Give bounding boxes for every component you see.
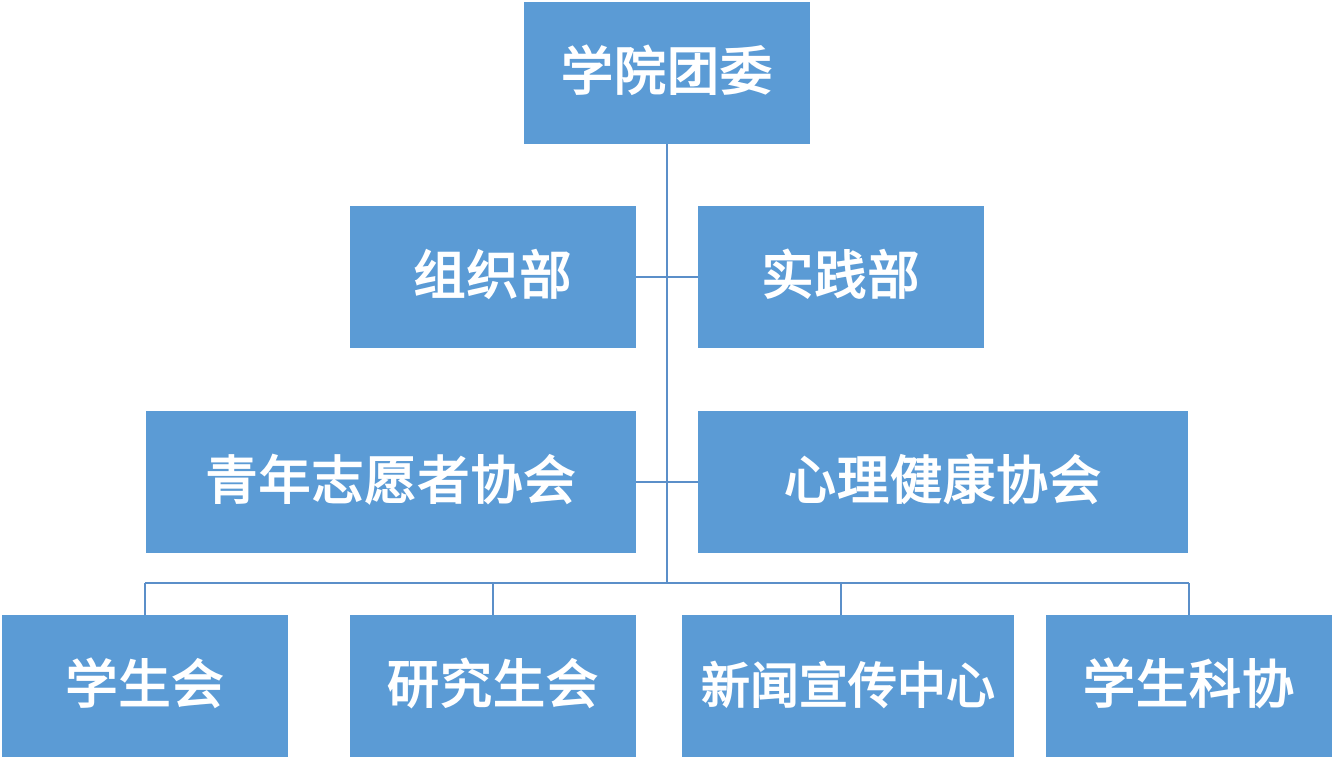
node-label: 新闻宣传中心 bbox=[700, 657, 995, 715]
node-label: 实践部 bbox=[761, 247, 921, 307]
node-practice-dept: 实践部 bbox=[698, 206, 984, 348]
node-college-youth-league: 学院团委 bbox=[524, 2, 810, 144]
node-mental-health-association: 心理健康协会 bbox=[698, 411, 1188, 553]
node-student-science-association: 学生科协 bbox=[1046, 615, 1332, 757]
node-graduate-student-union: 研究生会 bbox=[350, 615, 636, 757]
node-label: 学院团委 bbox=[560, 43, 773, 103]
node-youth-volunteer-association: 青年志愿者协会 bbox=[146, 411, 636, 553]
node-label: 组织部 bbox=[413, 247, 573, 307]
node-student-union: 学生会 bbox=[2, 615, 288, 757]
node-label: 心理健康协会 bbox=[783, 452, 1102, 512]
node-label: 学生会 bbox=[65, 656, 225, 716]
node-news-publicity-center: 新闻宣传中心 bbox=[682, 615, 1014, 757]
node-label: 研究生会 bbox=[386, 656, 599, 716]
node-organization-dept: 组织部 bbox=[350, 206, 636, 348]
node-label: 学生科协 bbox=[1082, 656, 1295, 716]
node-label: 青年志愿者协会 bbox=[205, 452, 577, 512]
